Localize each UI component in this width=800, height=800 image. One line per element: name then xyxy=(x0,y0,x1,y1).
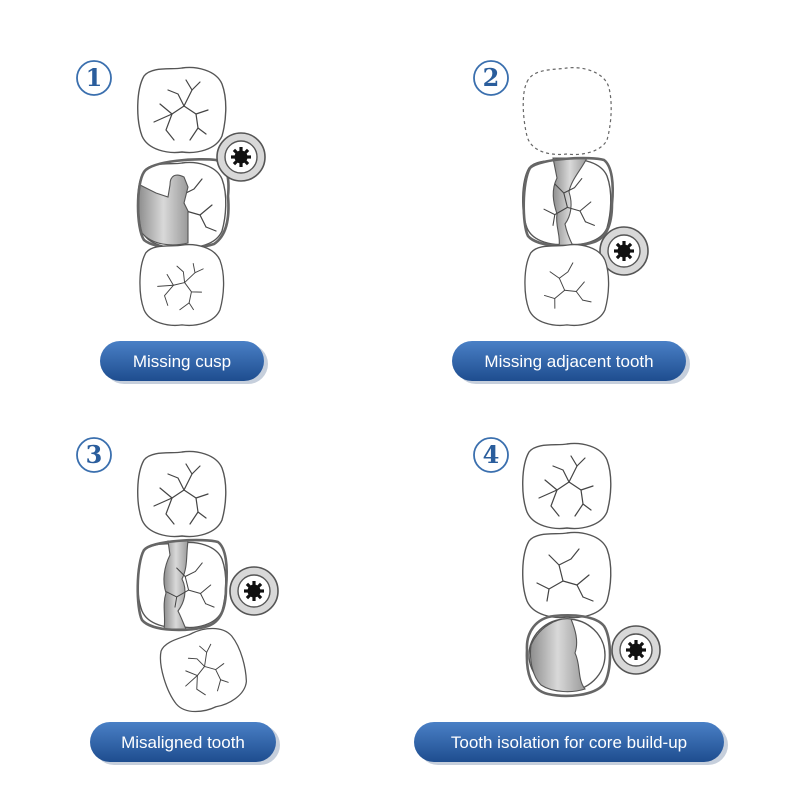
step-number-3: 3 xyxy=(76,437,112,473)
label-pill-2: Missing adjacent tooth xyxy=(452,341,690,384)
band-clamp-icon xyxy=(216,132,266,182)
tooth-lower xyxy=(139,243,225,327)
svg-text:3: 3 xyxy=(86,440,103,469)
panel-4: 4 Tooth isolation for core build-up xyxy=(414,437,728,765)
treated-tooth xyxy=(137,540,227,630)
restoration-fill xyxy=(552,157,588,247)
svg-text:4: 4 xyxy=(483,440,500,469)
label-pill-4: Tooth isolation for core build-up xyxy=(414,722,728,765)
svg-text:Misaligned tooth: Misaligned tooth xyxy=(121,733,245,752)
restoration-fill xyxy=(529,618,586,693)
isolated-tooth xyxy=(528,618,606,693)
panel-3: 3 Misaligned tooth xyxy=(76,437,280,765)
tooth-with-missing-cusp xyxy=(137,161,227,249)
matrix-band xyxy=(136,158,230,250)
svg-text:2: 2 xyxy=(483,63,500,92)
step-number-2: 2 xyxy=(473,60,509,96)
svg-text:Tooth isolation for core build: Tooth isolation for core build-up xyxy=(451,733,687,752)
tooth-upper xyxy=(137,66,227,154)
svg-text:Missing adjacent tooth: Missing adjacent tooth xyxy=(484,352,653,371)
tooth-middle xyxy=(522,531,612,619)
panel-1: 1 Missing cusp xyxy=(76,60,268,384)
matrix-band xyxy=(525,614,612,698)
treated-tooth xyxy=(522,157,612,247)
missing-tooth-outline xyxy=(522,67,612,156)
svg-text:1: 1 xyxy=(86,63,103,92)
tooth-lower xyxy=(524,243,610,327)
step-number-4: 4 xyxy=(473,437,509,473)
misaligned-tooth xyxy=(152,619,256,721)
step-number-1: 1 xyxy=(76,60,112,96)
label-pill-1: Missing cusp xyxy=(100,341,268,384)
band-clamp-icon xyxy=(229,566,279,616)
tooth-upper xyxy=(137,450,227,538)
matrix-band xyxy=(136,538,229,632)
panel-2: 2 Missing adjacent tooth xyxy=(452,60,690,384)
matrix-band xyxy=(522,156,615,248)
band-clamp-icon xyxy=(611,625,661,675)
svg-text:Missing cusp: Missing cusp xyxy=(133,352,231,371)
tooth-upper xyxy=(522,442,612,530)
restoration-fill xyxy=(163,540,189,630)
label-pill-3: Misaligned tooth xyxy=(90,722,280,765)
